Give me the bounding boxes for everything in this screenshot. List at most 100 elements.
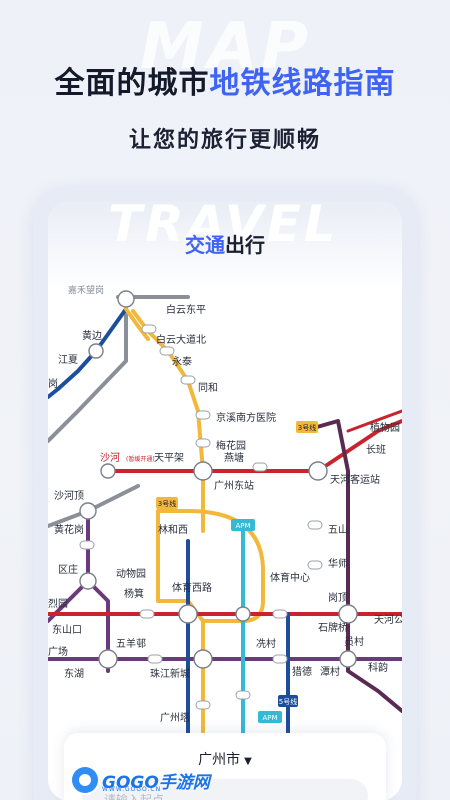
metro-map[interactable]: 3号线 3号线 5号线 APM APM 嘉禾望岗 白云东平 黄边 白云大道北 江…	[48, 271, 402, 800]
headline: 全面的城市地铁线路指南	[0, 58, 450, 102]
station-pill[interactable]	[307, 560, 323, 570]
gogo-logo-icon	[72, 767, 98, 793]
interchange-huangbian[interactable]	[88, 343, 104, 359]
city-selector[interactable]: 广州市▼	[64, 749, 386, 769]
interchange-tiyuxilu[interactable]	[178, 604, 198, 624]
station-gangding[interactable]: 岗顶	[328, 592, 348, 604]
station-pill[interactable]	[195, 700, 211, 710]
badge-line5	[278, 695, 298, 707]
interchange-tianhe-keyun[interactable]	[308, 461, 328, 481]
start-point-input[interactable]: 请输入起点	[82, 779, 368, 800]
interchange-quzhuang[interactable]	[79, 572, 97, 590]
interchange-wuyangcun[interactable]	[98, 649, 118, 669]
station-pill[interactable]	[147, 654, 163, 664]
watermark: GOGO手游网 WWW.GOGO.CN	[72, 766, 210, 794]
station-lieyuan[interactable]: 烈园	[48, 598, 68, 610]
station-yuancun[interactable]: 员村	[344, 635, 364, 648]
station-jiahe[interactable]: 嘉禾望岗	[68, 284, 104, 296]
interchange-shahedong[interactable]	[79, 502, 97, 520]
station-tianhe-keyunzhan[interactable]: 天河客运站	[330, 473, 380, 486]
station-quzhuang[interactable]: 区庄	[58, 563, 78, 576]
station-huangbian[interactable]: 黄边	[82, 329, 102, 342]
station-pill[interactable]	[159, 346, 175, 356]
interchange-yantang[interactable]	[193, 461, 213, 481]
station-shahe[interactable]: 沙河	[100, 452, 120, 464]
station-dongwuyuan[interactable]: 动物园	[116, 567, 146, 580]
station-pill[interactable]	[195, 410, 211, 420]
station-gang[interactable]: 岗	[48, 378, 58, 390]
station-shipaiqiao[interactable]: 石牌桥	[318, 621, 348, 634]
interchange-jiahe[interactable]	[117, 290, 135, 308]
station-pill[interactable]	[272, 654, 288, 664]
badge-apm-bottom-text: APM	[262, 714, 277, 722]
background-word-travel: TRAVEL	[108, 201, 339, 253]
headline-part1: 全面的城市	[54, 66, 210, 101]
station-tonghe[interactable]: 同和	[198, 382, 218, 394]
badge-line3-2	[156, 497, 178, 509]
station-huajing[interactable]: 华师	[328, 557, 348, 570]
badge-apm-bottom	[258, 711, 282, 723]
station-pill[interactable]	[139, 609, 155, 619]
station-yangji[interactable]: 杨箕	[124, 587, 144, 600]
app-screen: TRAVEL 交通出行	[48, 201, 402, 800]
station-zhiwuyuan[interactable]: 植物园	[370, 421, 400, 434]
station-tianhegong[interactable]: 天河公	[374, 614, 402, 626]
badge-apm-top	[231, 519, 255, 531]
station-pill[interactable]	[235, 690, 251, 700]
interchange-tiyuzhongxin[interactable]	[235, 606, 251, 622]
station-kecun[interactable]: 科韵	[368, 661, 388, 674]
station-baiyun-dadaobei[interactable]: 白云大道北	[156, 333, 206, 346]
station-jingxi[interactable]: 京溪南方医院	[216, 411, 276, 424]
station-xiancun[interactable]: 冼村	[256, 637, 276, 650]
line-blue-north	[48, 307, 128, 399]
screen-title-part2: 出行	[225, 233, 265, 257]
station-pill[interactable]	[180, 375, 196, 385]
interchange-shipaiqiao[interactable]	[338, 604, 358, 624]
station-tiyuxilu[interactable]: 体育西路	[172, 581, 212, 594]
station-meihuayuan[interactable]: 梅花园	[216, 439, 246, 452]
station-changban[interactable]: 长班	[366, 444, 386, 456]
station-pill[interactable]	[272, 609, 288, 619]
city-name: 广州市	[198, 752, 241, 768]
station-yantang[interactable]: 燕塘	[224, 451, 244, 464]
station-tiyuzhongxin[interactable]: 体育中心	[270, 571, 310, 584]
station-pill[interactable]	[79, 540, 95, 550]
station-guangzhouta[interactable]: 广州塔	[160, 711, 190, 724]
subline: 让您的旅行更顺畅	[128, 128, 321, 153]
station-dongshankou[interactable]: 东山口	[52, 623, 82, 636]
station-pill[interactable]	[252, 462, 268, 472]
station-pill[interactable]	[141, 324, 157, 334]
screen-header-bg	[48, 201, 402, 291]
station-yongtai[interactable]: 永泰	[172, 355, 192, 368]
caret-down-icon: ▼	[244, 756, 252, 767]
interchange-zhujiang[interactable]	[193, 649, 213, 669]
screen-title-part1: 交通	[185, 233, 225, 257]
station-pill[interactable]	[307, 520, 323, 530]
station-liede[interactable]: 猎德	[292, 665, 312, 678]
station-baiyun-dongping[interactable]: 白云东平	[166, 303, 206, 316]
interchange-yuancun[interactable]	[339, 650, 357, 668]
station-huanghuagang[interactable]: 黄花岗	[54, 523, 84, 536]
station-jiangxia[interactable]: 江夏	[58, 354, 78, 366]
station-zhujiangxincheng[interactable]: 珠江新城	[150, 667, 190, 680]
station-guangzhoudong[interactable]: 广州东站	[214, 479, 254, 492]
interchange-shahe[interactable]	[100, 463, 116, 479]
station-linhexi[interactable]: 林和西	[158, 523, 188, 536]
station-guangchang[interactable]: 广场	[48, 645, 68, 658]
station-tancun[interactable]: 潭村	[320, 665, 340, 678]
station-tianpingjia[interactable]: 天平架	[154, 452, 184, 464]
screen-title: 交通出行	[48, 229, 402, 258]
line-red-northeast	[106, 419, 402, 473]
station-shahedong[interactable]: 沙河顶	[54, 490, 84, 502]
station-wushan[interactable]: 五山	[328, 524, 348, 536]
city-search-card: 广州市▼ 请输入起点	[64, 733, 386, 800]
badge-line5-text: 5号线	[279, 697, 297, 706]
station-donghu[interactable]: 东湖	[64, 667, 84, 680]
badge-line3	[296, 421, 318, 433]
station-wuyangcun[interactable]: 五羊邨	[116, 637, 146, 650]
badge-line3-text: 3号线	[298, 423, 316, 432]
line-darkred-east	[346, 409, 402, 433]
line-dark-purple-east	[301, 419, 402, 713]
station-pill[interactable]	[195, 438, 211, 448]
